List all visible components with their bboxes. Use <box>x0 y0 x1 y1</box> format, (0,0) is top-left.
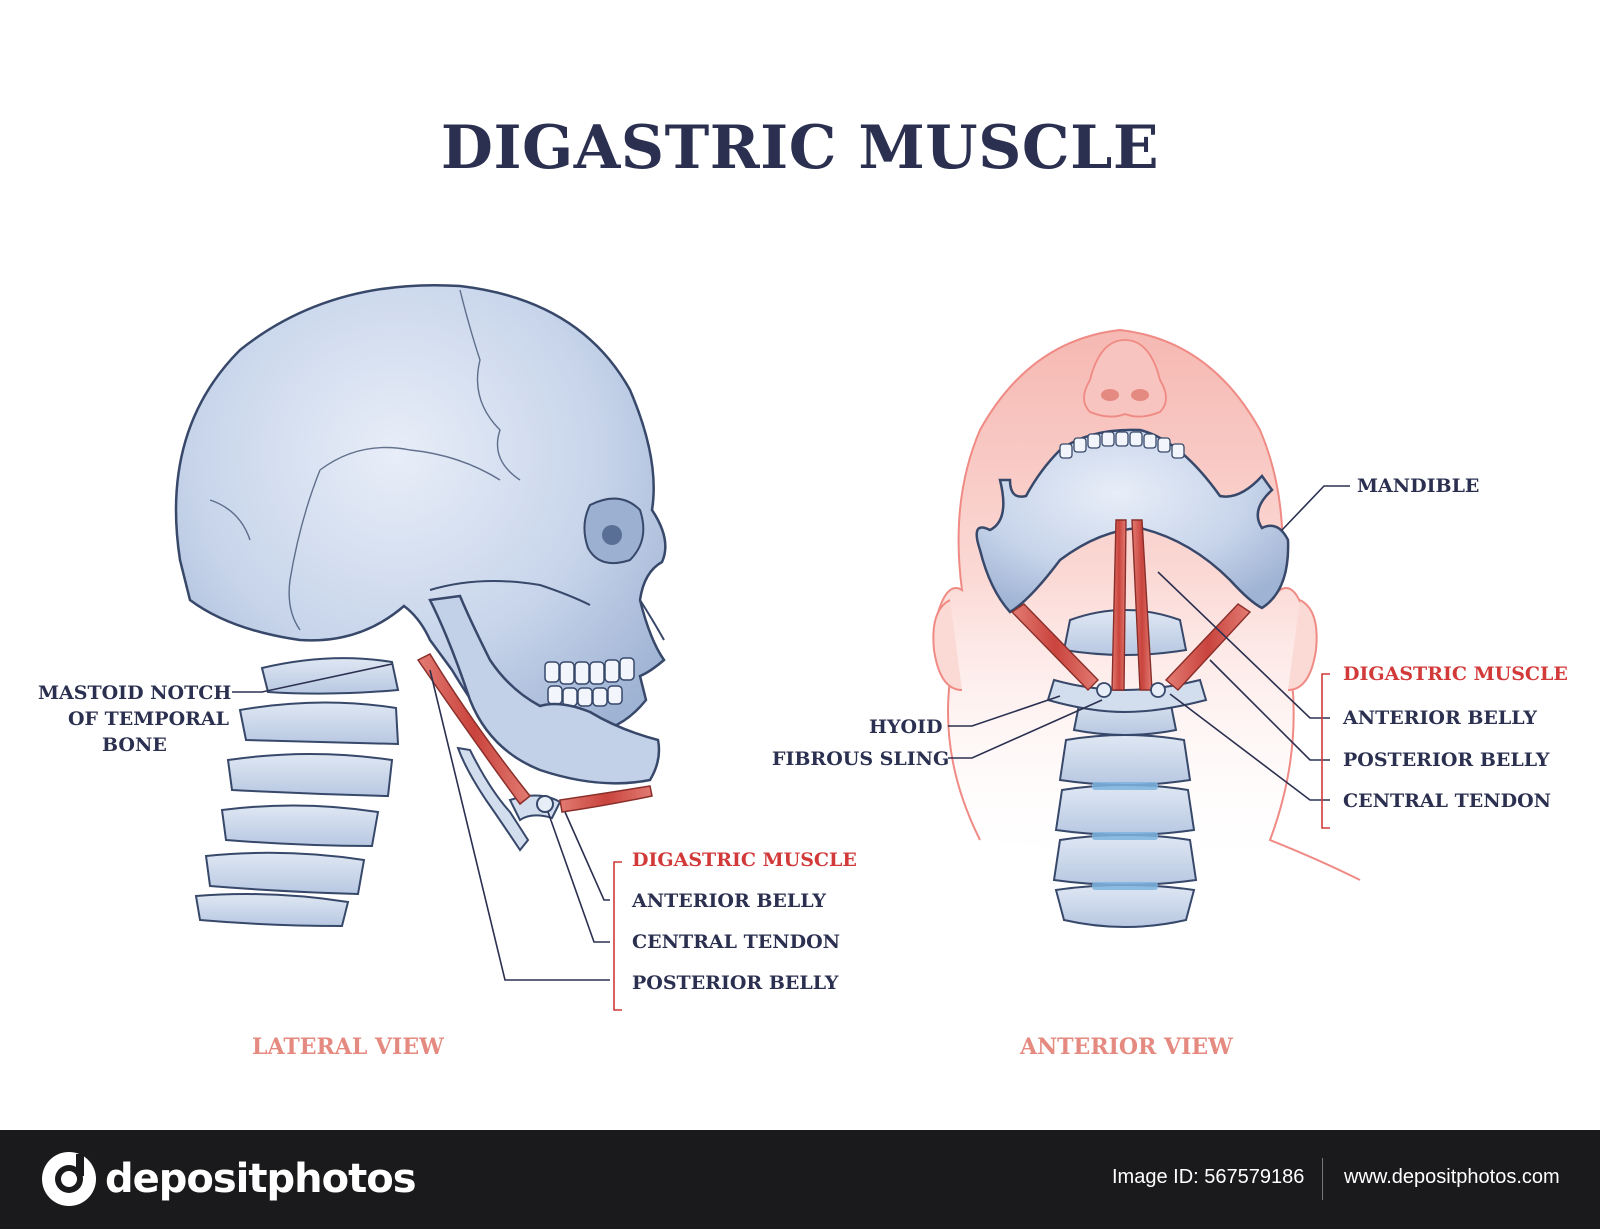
lateral-cranium <box>174 284 667 768</box>
label-mandible: MANDIBLE <box>1357 475 1480 497</box>
label-anterior-central-tendon: CENTRAL TENDON <box>1343 790 1551 812</box>
diagram-title: DIGASTRIC MUSCLE <box>440 113 1160 183</box>
footer-divider <box>1322 1158 1323 1200</box>
lateral-posterior-belly <box>416 653 532 806</box>
anatomy-illustration <box>174 284 1361 1011</box>
anterior-view-caption: ANTERIOR VIEW <box>1020 1034 1233 1060</box>
image-id: Image ID: 567579186 <box>1112 1166 1305 1188</box>
lateral-anterior-belly <box>559 785 653 813</box>
anterior-view-group <box>932 328 1361 928</box>
lateral-central-tendon <box>536 795 554 813</box>
label-lateral-digastric-muscle: DIGASTRIC MUSCLE <box>632 849 857 871</box>
posterior-belly-left <box>1010 603 1099 691</box>
posterior-belly-right <box>1164 603 1252 691</box>
anterior-cervical-spine <box>1052 609 1198 928</box>
label-mastoid-notch-line3: BONE <box>102 734 167 756</box>
lateral-cervical-spine <box>194 657 400 928</box>
label-hyoid: HYOID <box>869 716 943 738</box>
depositphotos-logo-icon <box>42 1152 96 1206</box>
label-anterior-posterior-belly: POSTERIOR BELLY <box>1343 749 1550 771</box>
label-lateral-anterior-belly: ANTERIOR BELLY <box>632 890 826 912</box>
lateral-skull-group <box>174 284 667 1011</box>
label-anterior-anterior-belly: ANTERIOR BELLY <box>1343 707 1537 729</box>
label-fibrous-sling: FIBROUS SLING <box>772 748 950 770</box>
brand-name: depositphotos <box>105 1156 417 1202</box>
lateral-mandible <box>428 594 661 785</box>
site-link[interactable]: www.depositphotos.com <box>1344 1166 1560 1188</box>
anterior-belly-left <box>1111 519 1127 691</box>
label-anterior-digastric-muscle: DIGASTRIC MUSCLE <box>1343 663 1568 685</box>
label-mastoid-notch-line2: OF TEMPORAL <box>68 708 230 730</box>
lateral-view-caption: LATERAL VIEW <box>252 1034 444 1060</box>
label-lateral-posterior-belly: POSTERIOR BELLY <box>632 972 839 994</box>
stock-footer-bar: depositphotos Image ID: 567579186 www.de… <box>0 1130 1600 1229</box>
label-lateral-central-tendon: CENTRAL TENDON <box>632 931 840 953</box>
label-mastoid-notch-line1: MASTOID NOTCH <box>38 682 232 704</box>
lateral-teeth <box>544 657 635 707</box>
